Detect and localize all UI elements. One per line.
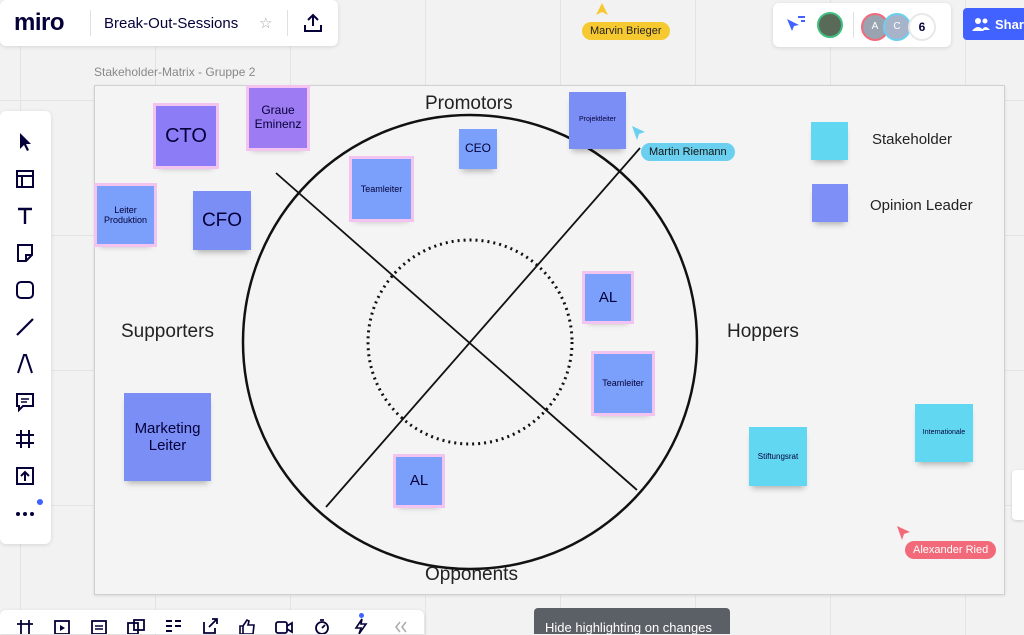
legend-opinion-leader-label[interactable]: Opinion Leader [870, 197, 973, 214]
sticky-leiter-produktion[interactable]: Leiter Produktion [94, 183, 157, 247]
stakeholder-matrix-frame[interactable] [94, 85, 1005, 595]
shape-icon[interactable] [12, 277, 38, 303]
line-icon[interactable] [12, 314, 38, 340]
cursor-arrow-alexander-icon [897, 526, 910, 540]
select-cursor-icon[interactable] [12, 128, 38, 154]
text-icon[interactable] [12, 203, 38, 229]
notification-dot [37, 499, 43, 505]
left-toolbar [0, 111, 51, 544]
cursor-label-marvin-brieger: Marvin Brieger [582, 22, 670, 40]
sticky-teamleiter-top[interactable]: Teamleiter [349, 156, 414, 222]
templates-icon[interactable] [12, 166, 38, 192]
notes-icon[interactable] [90, 618, 108, 634]
sticky-internationale[interactable]: Internationale [915, 404, 973, 462]
timer-icon[interactable] [313, 618, 331, 634]
board-header: miro Break-Out-Sessions ☆ [0, 0, 338, 46]
bottom-indicator-dot [359, 613, 364, 618]
lightning-icon[interactable] [352, 618, 370, 634]
inner-dotted-circle[interactable] [366, 238, 574, 446]
share-button[interactable]: Share [963, 8, 1024, 40]
user-video-avatar[interactable] [817, 12, 843, 38]
legend-stakeholder-swatch[interactable] [811, 122, 848, 160]
comment-icon[interactable] [12, 389, 38, 415]
frame-icon[interactable] [12, 426, 38, 452]
cursor-arrow-marvin-icon [596, 3, 608, 15]
vote-thumbs-up-icon[interactable] [238, 618, 256, 634]
kanban-icon[interactable] [164, 618, 182, 634]
collapse-chevron-icon[interactable] [392, 618, 410, 634]
board-title[interactable]: Break-Out-Sessions [104, 15, 239, 32]
sticky-al-right[interactable]: AL [582, 271, 634, 324]
collaboration-panel: A C 6 [773, 3, 951, 47]
frames-icon[interactable] [16, 618, 34, 634]
avatar-c[interactable]: C [883, 13, 911, 41]
collaborator-count[interactable]: 6 [908, 13, 936, 41]
star-icon[interactable]: ☆ [259, 15, 273, 32]
divider [287, 10, 288, 36]
share-label: Share [995, 17, 1024, 32]
quadrant-label-hoppers[interactable]: Hoppers [727, 321, 799, 342]
users-icon [972, 18, 990, 31]
cursor-label-alexander-ried: Alexander Ried [905, 541, 997, 559]
sticky-projektleiter[interactable]: Projektleiter [569, 92, 626, 149]
divider [853, 12, 854, 38]
pen-icon[interactable] [12, 351, 38, 377]
sticky-ceo[interactable]: CEO [459, 129, 497, 169]
quadrant-label-promotors[interactable]: Promotors [425, 93, 513, 114]
reactions-cursor-icon[interactable] [785, 15, 807, 35]
diagonal-line-2[interactable] [325, 147, 641, 508]
quadrant-label-opponents[interactable]: Opponents [425, 564, 518, 585]
sticky-al-bottom[interactable]: AL [393, 454, 445, 508]
sticky-stiftungsrat[interactable]: Stiftungsrat [749, 427, 807, 486]
right-side-tab[interactable] [1012, 470, 1024, 520]
legend-opinion-leader-swatch[interactable] [812, 184, 848, 222]
upload-icon[interactable] [12, 463, 38, 489]
diagonal-line-1[interactable] [275, 172, 638, 491]
hide-highlighting-button[interactable]: Hide highlighting on changes [534, 608, 730, 635]
miro-logo[interactable]: miro [14, 9, 65, 36]
hide-highlighting-label: Hide highlighting on changes [545, 620, 712, 635]
outer-circle[interactable] [241, 113, 699, 571]
cards-icon[interactable] [127, 618, 145, 634]
sticky-marketing-leiter[interactable]: Marketing Leiter [124, 393, 211, 481]
sticky-note-icon[interactable] [12, 240, 38, 266]
sticky-cto[interactable]: CTO [153, 103, 219, 169]
export-upload-icon[interactable] [302, 12, 324, 34]
sticky-graue-eminenz[interactable]: Graue Eminenz [246, 85, 310, 151]
more-tools-icon[interactable] [12, 500, 38, 526]
external-link-icon[interactable] [201, 618, 219, 634]
bottom-toolbar [0, 610, 424, 634]
cursor-arrow-martin-icon [632, 126, 645, 140]
frame-label[interactable]: Stakeholder-Matrix - Gruppe 2 [94, 65, 256, 79]
presentation-icon[interactable] [53, 618, 71, 634]
sticky-teamleiter-right[interactable]: Teamleiter [591, 351, 655, 416]
video-icon[interactable] [275, 618, 293, 634]
sticky-cfo[interactable]: CFO [193, 191, 251, 250]
legend-stakeholder-label[interactable]: Stakeholder [872, 131, 953, 148]
divider [90, 10, 91, 36]
quadrant-label-supporters[interactable]: Supporters [121, 321, 214, 342]
cursor-label-martin-riemann: Martin Riemann [641, 143, 735, 161]
